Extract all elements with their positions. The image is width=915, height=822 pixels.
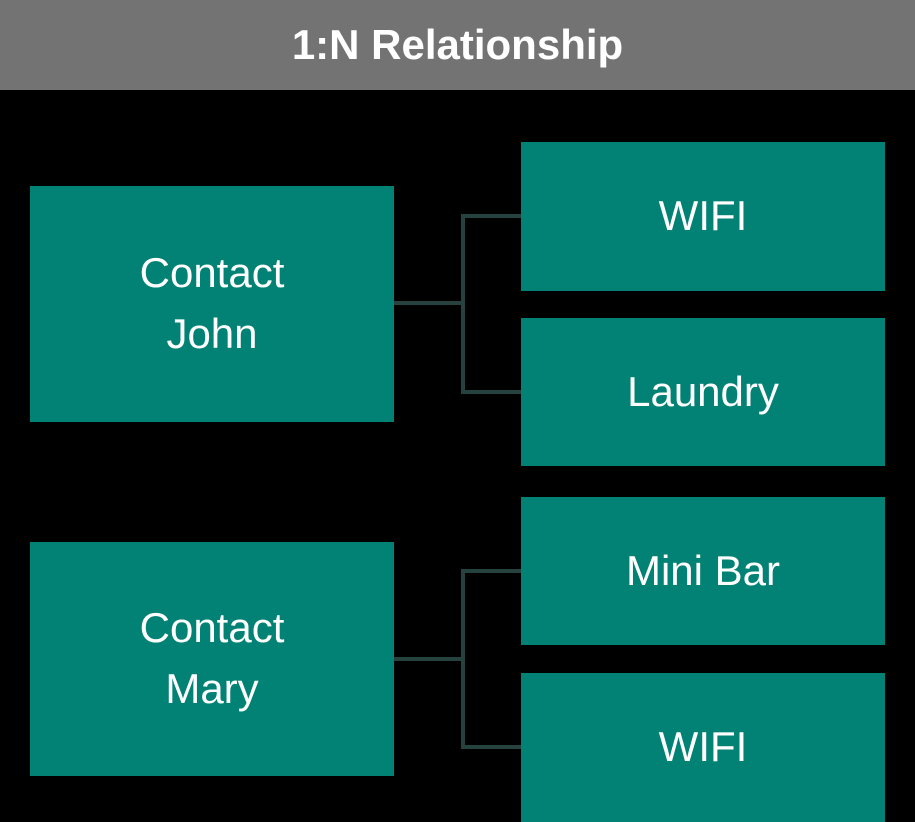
node-wifi-1: WIFI — [521, 142, 885, 291]
connector-john-branch-laundry — [463, 390, 521, 394]
connector-mary-branch-wifi — [463, 745, 521, 749]
node-contact-john: Contact John — [30, 186, 394, 422]
connector-mary-vertical — [461, 569, 465, 749]
connector-john-branch-wifi — [463, 214, 521, 218]
node-label-line: Contact — [139, 249, 285, 297]
node-mini-bar: Mini Bar — [521, 497, 885, 645]
node-laundry: Laundry — [521, 318, 885, 466]
node-label-line: Mary — [165, 665, 259, 712]
node-contact-mary: Contact Mary — [30, 542, 394, 776]
node-wifi-2: WIFI — [521, 673, 885, 822]
node-label-line: Contact — [139, 604, 285, 652]
node-label: WIFI — [658, 192, 748, 240]
diagram-title: 1:N Relationship — [291, 21, 624, 68]
connector-john-vertical — [461, 214, 465, 394]
connector-mary-trunk — [394, 657, 462, 661]
node-label: Laundry — [627, 367, 779, 415]
connector-mary-branch-minibar — [463, 569, 521, 573]
node-label: WIFI — [658, 723, 748, 771]
node-label-line: John — [166, 310, 258, 357]
title-bar: 1:N Relationship — [0, 0, 915, 90]
node-label: Mini Bar — [625, 546, 781, 594]
connector-john-trunk — [394, 301, 462, 305]
